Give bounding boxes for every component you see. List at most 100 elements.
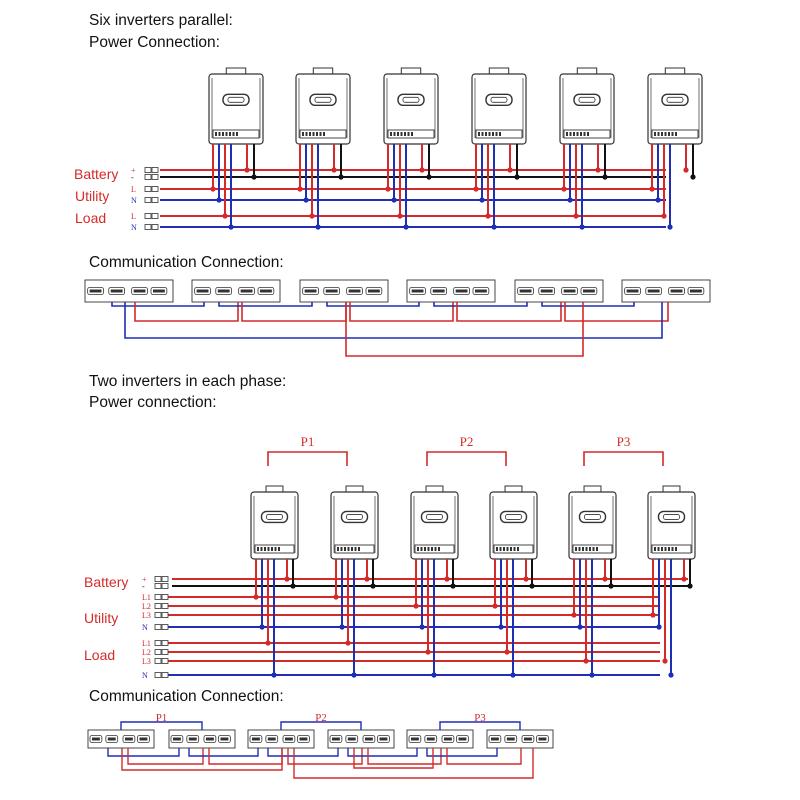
- junction-dot: [333, 594, 339, 600]
- inverter-terminal: [566, 132, 568, 136]
- inverter-body: [559, 73, 615, 145]
- terminal-lug: [154, 640, 162, 646]
- three-phase-subtitle: Power connection:: [89, 394, 217, 411]
- comm-port-pins: [647, 289, 660, 293]
- inverter-body: [647, 73, 703, 145]
- bus-terminal: [154, 583, 169, 589]
- inverter-display-inner: [346, 514, 363, 520]
- inverter-terminal: [589, 547, 591, 551]
- phase-comm-bracket: [120, 721, 203, 730]
- phase-battery-label: Battery: [84, 574, 129, 590]
- terminal-lug: [151, 174, 159, 180]
- junction-dot: [661, 213, 667, 219]
- six-comm-title: Communication Connection:: [89, 254, 284, 271]
- junction-dot: [602, 174, 608, 180]
- inverter-display: [222, 93, 250, 107]
- inverter-4: [471, 67, 527, 145]
- junction-dot: [681, 576, 687, 582]
- inverter-terminal: [215, 132, 217, 136]
- inverter-terminal: [407, 132, 410, 136]
- comm-port-pins: [91, 737, 100, 741]
- six-utility-label: Utility: [75, 188, 110, 204]
- inverter-display: [260, 510, 289, 524]
- terminal-lug: [154, 649, 162, 655]
- inverter-display: [340, 510, 369, 524]
- junction-dot: [265, 640, 271, 646]
- inverter-terminal: [312, 132, 315, 136]
- comm-port-pins: [540, 289, 553, 293]
- junction-dot: [244, 167, 250, 173]
- comm-module-4: [406, 279, 496, 303]
- inverter-5: [559, 67, 615, 145]
- comm-blue-link: [426, 748, 498, 757]
- inverter-terminal: [434, 547, 437, 551]
- inverter-terminal: [481, 132, 484, 136]
- junction-dot: [364, 576, 370, 582]
- inverter-terminal: [404, 132, 406, 136]
- inverter-terminal: [675, 132, 677, 136]
- inverter-terminal: [347, 547, 350, 551]
- junction-dot: [498, 624, 504, 630]
- inverter-terminal: [309, 132, 311, 136]
- comm-port-pins: [347, 737, 356, 741]
- terminal-lug: [161, 612, 169, 618]
- junction-dot: [303, 197, 309, 203]
- inverter-terminal: [582, 547, 584, 551]
- comm-port-pins: [260, 289, 272, 293]
- inverter-terminal: [675, 547, 677, 551]
- comm-red-link: [564, 302, 669, 322]
- comm-port-pins: [519, 289, 532, 293]
- junction-dot: [579, 224, 585, 230]
- terminal-lug: [144, 186, 152, 192]
- six-load-label: Load: [75, 210, 107, 226]
- comm-red-link: [456, 302, 562, 322]
- junction-dot: [687, 583, 693, 589]
- comm-red-link: [446, 748, 522, 765]
- junction-dot: [284, 576, 290, 582]
- inverter-4: [489, 485, 538, 560]
- junction-dot: [479, 197, 485, 203]
- terminal-lug: [154, 583, 162, 589]
- comm-module-5: [406, 729, 474, 749]
- inverter-terminal: [225, 132, 228, 136]
- comm-port-pins: [583, 289, 595, 293]
- inverter-terminal: [229, 132, 231, 136]
- inverter-display-inner: [578, 96, 596, 103]
- bus-terminal-mark: L2: [142, 602, 151, 611]
- inverter-display-inner: [666, 96, 684, 103]
- junction-dot: [656, 624, 662, 630]
- comm-port-pins: [172, 737, 181, 741]
- bus-terminal-mark: N: [131, 196, 137, 205]
- bus-terminal: [154, 672, 169, 678]
- junction-dot: [577, 624, 583, 630]
- comm-port-pins: [364, 737, 373, 741]
- inverter-terminal: [218, 132, 221, 136]
- comm-port-pins: [205, 737, 214, 741]
- terminal-lug: [161, 624, 169, 630]
- bus-terminal-mark: N: [142, 623, 148, 632]
- inverter-terminal: [397, 132, 399, 136]
- six-parallel-title: Six inverters parallel:: [89, 12, 233, 29]
- comm-port-pins: [475, 289, 487, 293]
- inverter-terminal: [576, 132, 579, 136]
- six-parallel-subtitle: Power Connection:: [89, 34, 220, 51]
- comm-port-pins: [284, 737, 293, 741]
- inverter-terminal: [587, 132, 589, 136]
- junction-dot: [667, 224, 673, 230]
- comm-port-pins: [368, 289, 380, 293]
- inverter-terminal: [496, 547, 498, 551]
- comm-blue-link: [267, 748, 339, 757]
- inverter-terminal: [257, 547, 259, 551]
- junction-dot: [297, 186, 303, 192]
- comm-port-pins: [196, 289, 209, 293]
- phase-bracket: [267, 451, 348, 466]
- comm-port-pins: [139, 737, 148, 741]
- comm-module-2: [191, 279, 281, 303]
- comm-module-6: [621, 279, 711, 303]
- bus-terminal-mark: +: [131, 166, 136, 175]
- inverter-display: [578, 510, 607, 524]
- inverter-terminal: [337, 547, 339, 551]
- inverter-2: [330, 485, 379, 560]
- comm-module-1: [87, 729, 155, 749]
